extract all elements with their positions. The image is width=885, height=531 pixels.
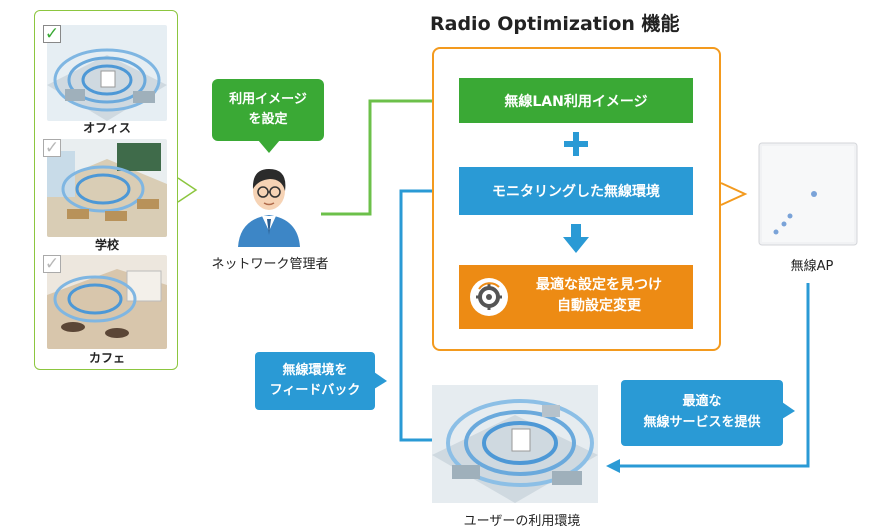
- bubble-line-2: を設定: [248, 112, 288, 127]
- result-line-1: 最適な設定を見つけ: [536, 277, 662, 293]
- bubble-line-1: 利用イメージ: [229, 92, 307, 107]
- ap-label: 無線AP: [790, 259, 834, 274]
- scenario-panel: ✓ オフィス ✓ 学校 ✓ カフェ: [34, 10, 178, 370]
- unchecked-box-school[interactable]: ✓: [43, 138, 61, 158]
- gear-sync-icon: [470, 278, 508, 316]
- feedback-bubble-tail: [374, 372, 387, 389]
- plus-icon: [564, 132, 588, 156]
- user-environment-label: ユーザーの利用環境: [463, 514, 581, 529]
- office-scene-icon: [47, 25, 167, 121]
- check-icon[interactable]: ✓: [43, 24, 61, 44]
- feedback-line-2: フィードバック: [269, 383, 361, 398]
- school-scene-icon: [47, 139, 167, 237]
- service-line-2: 無線サービスを提供: [643, 415, 761, 430]
- diagram-title: Radio Optimization 機能: [430, 13, 680, 35]
- feedback-bubble: 無線環境を フィードバック: [255, 352, 375, 410]
- service-bubble-tail: [782, 402, 795, 419]
- cafe-illustration: [47, 255, 167, 349]
- panel-pointer: [177, 177, 198, 203]
- unchecked-box-cafe[interactable]: ✓: [43, 254, 61, 274]
- bubble-tail: [258, 140, 280, 153]
- scenario-label-cafe: カフェ: [88, 351, 125, 365]
- service-line-1: 最適な: [682, 394, 722, 409]
- frame-pointer: [720, 182, 748, 206]
- admin-speech-bubble: 利用イメージ を設定: [212, 79, 324, 141]
- scenario-label-school: 学校: [94, 238, 119, 252]
- connector-feedback: [399, 189, 444, 442]
- down-arrow-icon: [563, 224, 589, 253]
- school-illustration: [47, 139, 167, 237]
- scenario-label-office: オフィス: [83, 121, 131, 135]
- wireless-ap-icon: [758, 142, 858, 246]
- user-environment-illustration: [432, 385, 598, 503]
- feedback-line-1: 無線環境を: [282, 363, 348, 378]
- connector-ap-to-user: [620, 283, 810, 468]
- cafe-scene-icon: [47, 255, 167, 349]
- step-monitored-environment: モニタリングした無線環境: [459, 167, 693, 215]
- admin-label: ネットワーク管理者: [211, 257, 329, 272]
- result-line-2: 自動設定変更: [557, 298, 641, 314]
- service-bubble: 最適な 無線サービスを提供: [621, 380, 783, 446]
- connector-admin-to-plan: [321, 99, 444, 216]
- step-usage-image: 無線LAN利用イメージ: [459, 78, 693, 123]
- arrowhead-blue-service: [606, 459, 620, 473]
- office-illustration: [47, 25, 167, 121]
- step-auto-optimize: 最適な設定を見つけ 自動設定変更: [459, 265, 693, 329]
- person-icon: [238, 169, 300, 247]
